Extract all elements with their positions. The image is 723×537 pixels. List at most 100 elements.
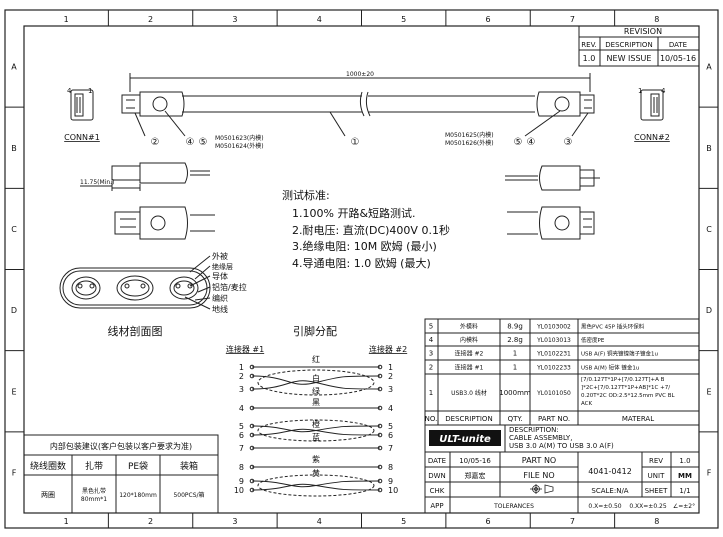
zone-letter-left: E (11, 387, 16, 396)
bom-item-qty: 1000mm (499, 389, 531, 397)
description-line1: CABLE ASSEMBLY, (509, 434, 572, 442)
layer-conductor: 导体 (212, 271, 228, 281)
zone-number-top: 8 (654, 15, 659, 24)
date-label: DATE (428, 457, 446, 465)
test-item-3: 3.绝缘电阻: 10M 欧姆 (最小) (292, 239, 437, 253)
conn2-pin-right: 4 (661, 87, 666, 95)
title-block-grid (424, 424, 700, 514)
pin-number-left: 7 (239, 444, 244, 453)
callout-1: ① (351, 137, 360, 148)
bom-item-qty: 1 (513, 350, 517, 358)
pin-number-left: 10 (234, 486, 244, 495)
connector2-header: 连接器 #2 (369, 344, 407, 354)
bom-item-no: 1 (429, 389, 433, 397)
wire-color-label: 白 (312, 373, 320, 383)
test-standard-title: 测试标准: (282, 188, 330, 202)
zone-letter-left: B (11, 144, 17, 153)
pack-box-value: 500PCS/箱 (173, 491, 204, 499)
zone-number-bottom: 1 (64, 517, 69, 526)
zone-letter-right: A (706, 63, 712, 72)
bom-item-material: 黑色PVC 45P 插头环保料 (581, 323, 645, 331)
rev-header: REV. (581, 41, 596, 49)
unit-value: MM (678, 472, 692, 480)
pin-number-right: 1 (388, 363, 393, 372)
tolerance-3: ∠=±2° (673, 503, 695, 510)
bom-item-material: USB A(M) 短体 镀金1u (581, 364, 639, 372)
zone-number-top: 7 (570, 15, 575, 24)
zone-letter-left: C (11, 225, 17, 234)
pin-number-left: 2 (239, 372, 244, 381)
layer-drain: 地线 (212, 304, 228, 314)
callout-2-left: ② (151, 137, 160, 148)
zone-number-bottom: 4 (317, 517, 322, 526)
description-line2: USB 3.0 A(M) TO USB 3.0 A(F) (509, 442, 614, 450)
bom-item-part-no: YL0103002 (536, 324, 571, 331)
conn1-label: CONN#1 (64, 133, 100, 142)
packaging-title: 内部包装建议(客户包装以客户要求为准) (50, 441, 192, 451)
bom-item-material: [7/0.127T*1P+[7/0.127T]+A B]*2C+[7/0.127… (581, 377, 676, 407)
bom-item-desc: 连接器 #1 (455, 364, 484, 372)
pin-number-right: 4 (388, 404, 393, 413)
pin-number-left: 5 (239, 422, 244, 431)
unit-label: UNIT (648, 472, 665, 480)
zone-number-bottom: 7 (570, 517, 575, 526)
pin-number-right: 7 (388, 444, 393, 453)
bom-header-part-no: PART NO. (538, 415, 570, 423)
bom-item-part-no: YL0101050 (536, 390, 571, 397)
description-label: DESCRIPTION: (509, 426, 559, 434)
callout-5-right: ⑤ (514, 137, 523, 148)
zone-number-top: 1 (64, 15, 69, 24)
zone-number-top: 4 (317, 15, 322, 24)
pin-number-left: 1 (239, 363, 244, 372)
wire-twisted (251, 483, 381, 491)
rev-label: REV (649, 457, 663, 465)
tolerances-label: TOLERANCES (493, 503, 534, 510)
bom-item-material: USB A(F) 铜壳镀镍端子镀金1u (581, 350, 658, 358)
pack-bag-value: 120*180mm (119, 492, 157, 499)
revision-table (578, 25, 700, 67)
bom-item-desc: USB3.0 线材 (451, 389, 487, 397)
layer-foil: 铝箔/麦拉 (212, 282, 247, 292)
layer-jacket: 外被 (212, 251, 228, 261)
callout-3: ③ (564, 137, 573, 148)
min-dimension: 11.75(Min.) (80, 179, 114, 186)
pin-number-right: 9 (388, 477, 393, 486)
left-side-view (80, 162, 215, 240)
test-item-4: 4.导通电阻: 1.0 欧姆 (最大) (292, 256, 431, 270)
bom-item-part-no: YL0102231 (536, 351, 571, 358)
wire-color-label: 红 (312, 354, 320, 364)
bom-item-no: 5 (429, 323, 433, 331)
bom-item-qty: 1 (513, 364, 517, 372)
company-logo-text: ULT-unite (439, 434, 491, 445)
bom-table-grid (424, 318, 700, 426)
dwn-value: 郑嘉宏 (465, 471, 486, 480)
pin-wires (249, 364, 383, 497)
zone-number-bottom: 5 (401, 517, 406, 526)
app-label: APP (430, 502, 443, 510)
part-no-label: PART NO (522, 456, 556, 465)
file-no-label: FILE NO (523, 471, 554, 480)
part-number: 4041-0412 (588, 467, 632, 476)
test-item-1: 1.100% 开路&短路测试. (292, 206, 416, 220)
pack-header-tie: 扎带 (85, 460, 103, 472)
bom-item-material: 低密度PE (581, 336, 605, 344)
description-value: NEW ISSUE (607, 54, 652, 63)
bom-item-desc: 连接器 #2 (455, 350, 484, 358)
zone-number-top: 3 (232, 15, 237, 24)
pin-number-right: 10 (388, 486, 398, 495)
pack-turns-value: 两圈 (41, 491, 55, 499)
conn2-label: CONN#2 (634, 133, 670, 142)
pin-number-left: 8 (239, 463, 244, 472)
bom-header-desc: DESCRIPTION (445, 415, 492, 423)
rev-value: 1.0 (583, 54, 596, 63)
pin-number-right: 2 (388, 372, 393, 381)
packaging-table-grid (23, 434, 219, 514)
description-header: DESCRIPTION (605, 41, 652, 49)
bom-item-part-no: YL0103013 (536, 337, 571, 344)
pin-number-right: 3 (388, 385, 393, 394)
bom-item-qty: 8.9g (507, 323, 523, 331)
